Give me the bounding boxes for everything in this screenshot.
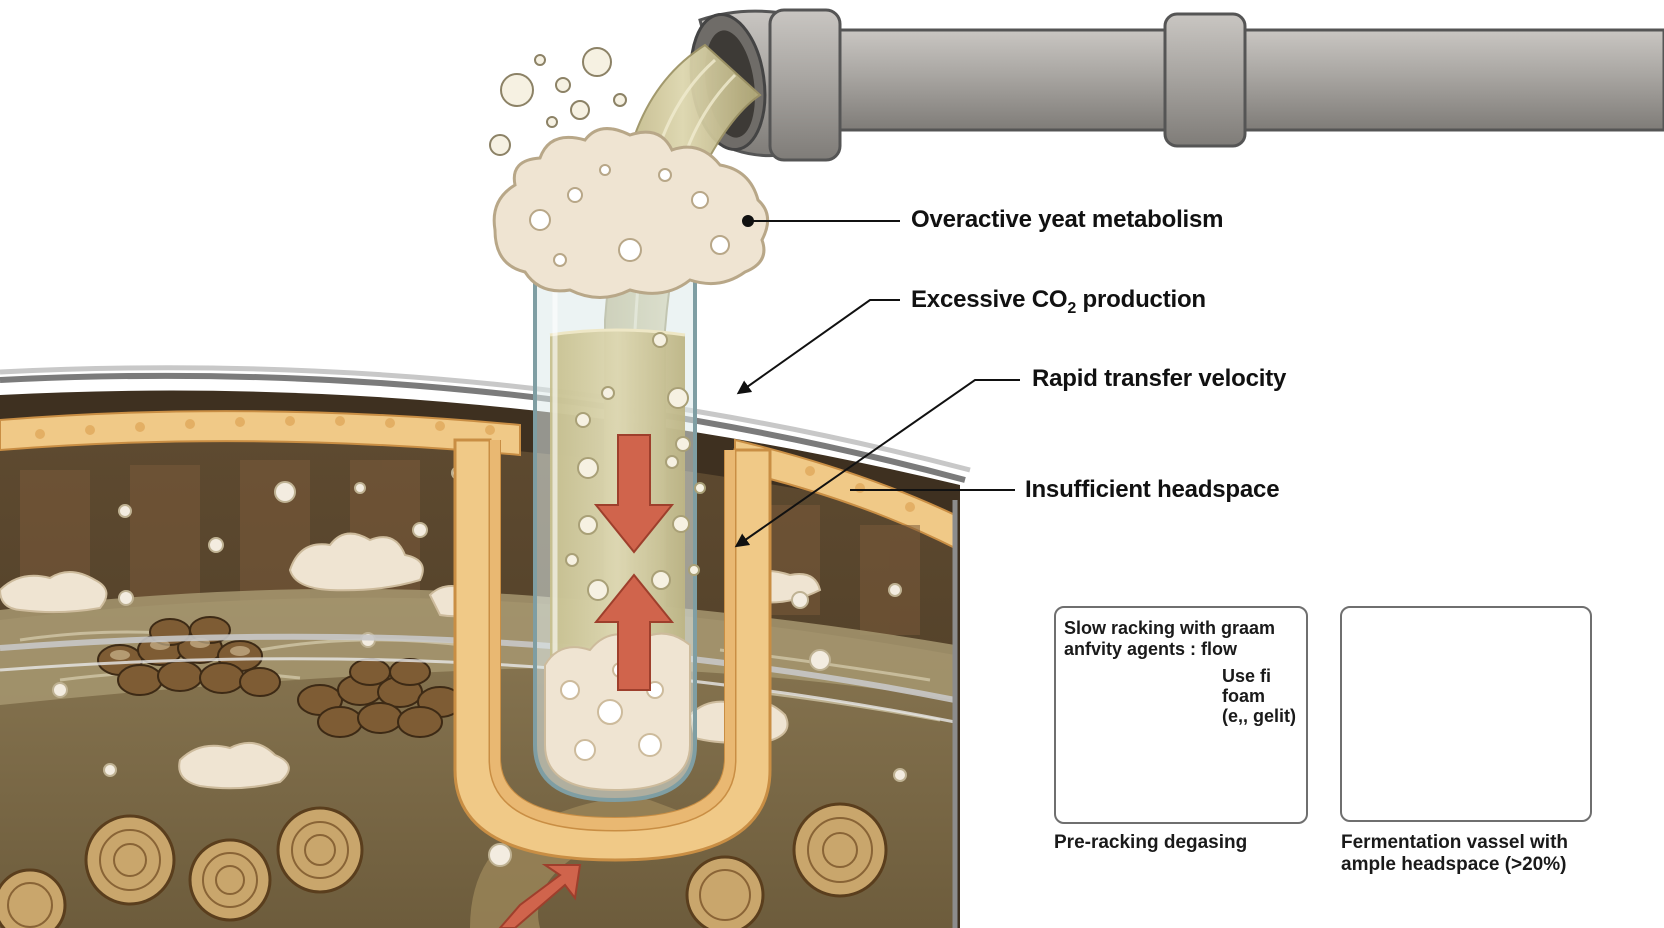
turbulence-arrows bbox=[593, 434, 675, 691]
tank-flow-arrow bbox=[498, 864, 582, 928]
label-co2-suffix: production bbox=[1076, 286, 1207, 313]
tube-bubbles bbox=[565, 332, 706, 601]
label-co2-prefix: Excessive CO bbox=[911, 286, 1068, 313]
transfer-pipe bbox=[689, 8, 1664, 162]
glass-tube bbox=[523, 236, 707, 803]
leader-velocity bbox=[734, 379, 1020, 548]
degassing-line-2: anfvity agents : flow bbox=[1064, 639, 1238, 659]
degassing-note-1: Use fi bbox=[1222, 666, 1272, 686]
caption-pre-racking-degassing: Pre-racking degasing bbox=[1054, 832, 1248, 853]
caption-vessel-line-1: Fermentation vassel with bbox=[1341, 832, 1569, 853]
callout-lines bbox=[734, 215, 1020, 548]
tube-sleeve bbox=[453, 438, 772, 862]
label-overactive-yeast: Overactive yeat metabolism bbox=[911, 206, 1224, 233]
panel-fermentation-vessel bbox=[1340, 606, 1592, 822]
label-rapid-transfer-velocity: Rapid transfer velocity bbox=[1032, 365, 1287, 392]
degassing-line-1: Slow racking with graam bbox=[1064, 618, 1276, 638]
label-insufficient-headspace: Insufficient headspace bbox=[1025, 476, 1280, 503]
label-co2-subscript: 2 bbox=[1067, 299, 1077, 317]
label-excessive-co2: Excessive CO2 production bbox=[911, 286, 1206, 318]
tank-bubbles bbox=[52, 466, 907, 867]
degassing-note-3: (e,, gelit) bbox=[1222, 706, 1297, 726]
caption-vessel-line-2: ample headspace (>20%) bbox=[1341, 854, 1567, 875]
leader-co2 bbox=[736, 299, 900, 395]
yeast-cluster-middle bbox=[297, 658, 463, 738]
panel-degassing bbox=[1054, 606, 1308, 824]
overflow-foam bbox=[489, 47, 770, 299]
degassing-note-2: foam bbox=[1222, 686, 1266, 706]
